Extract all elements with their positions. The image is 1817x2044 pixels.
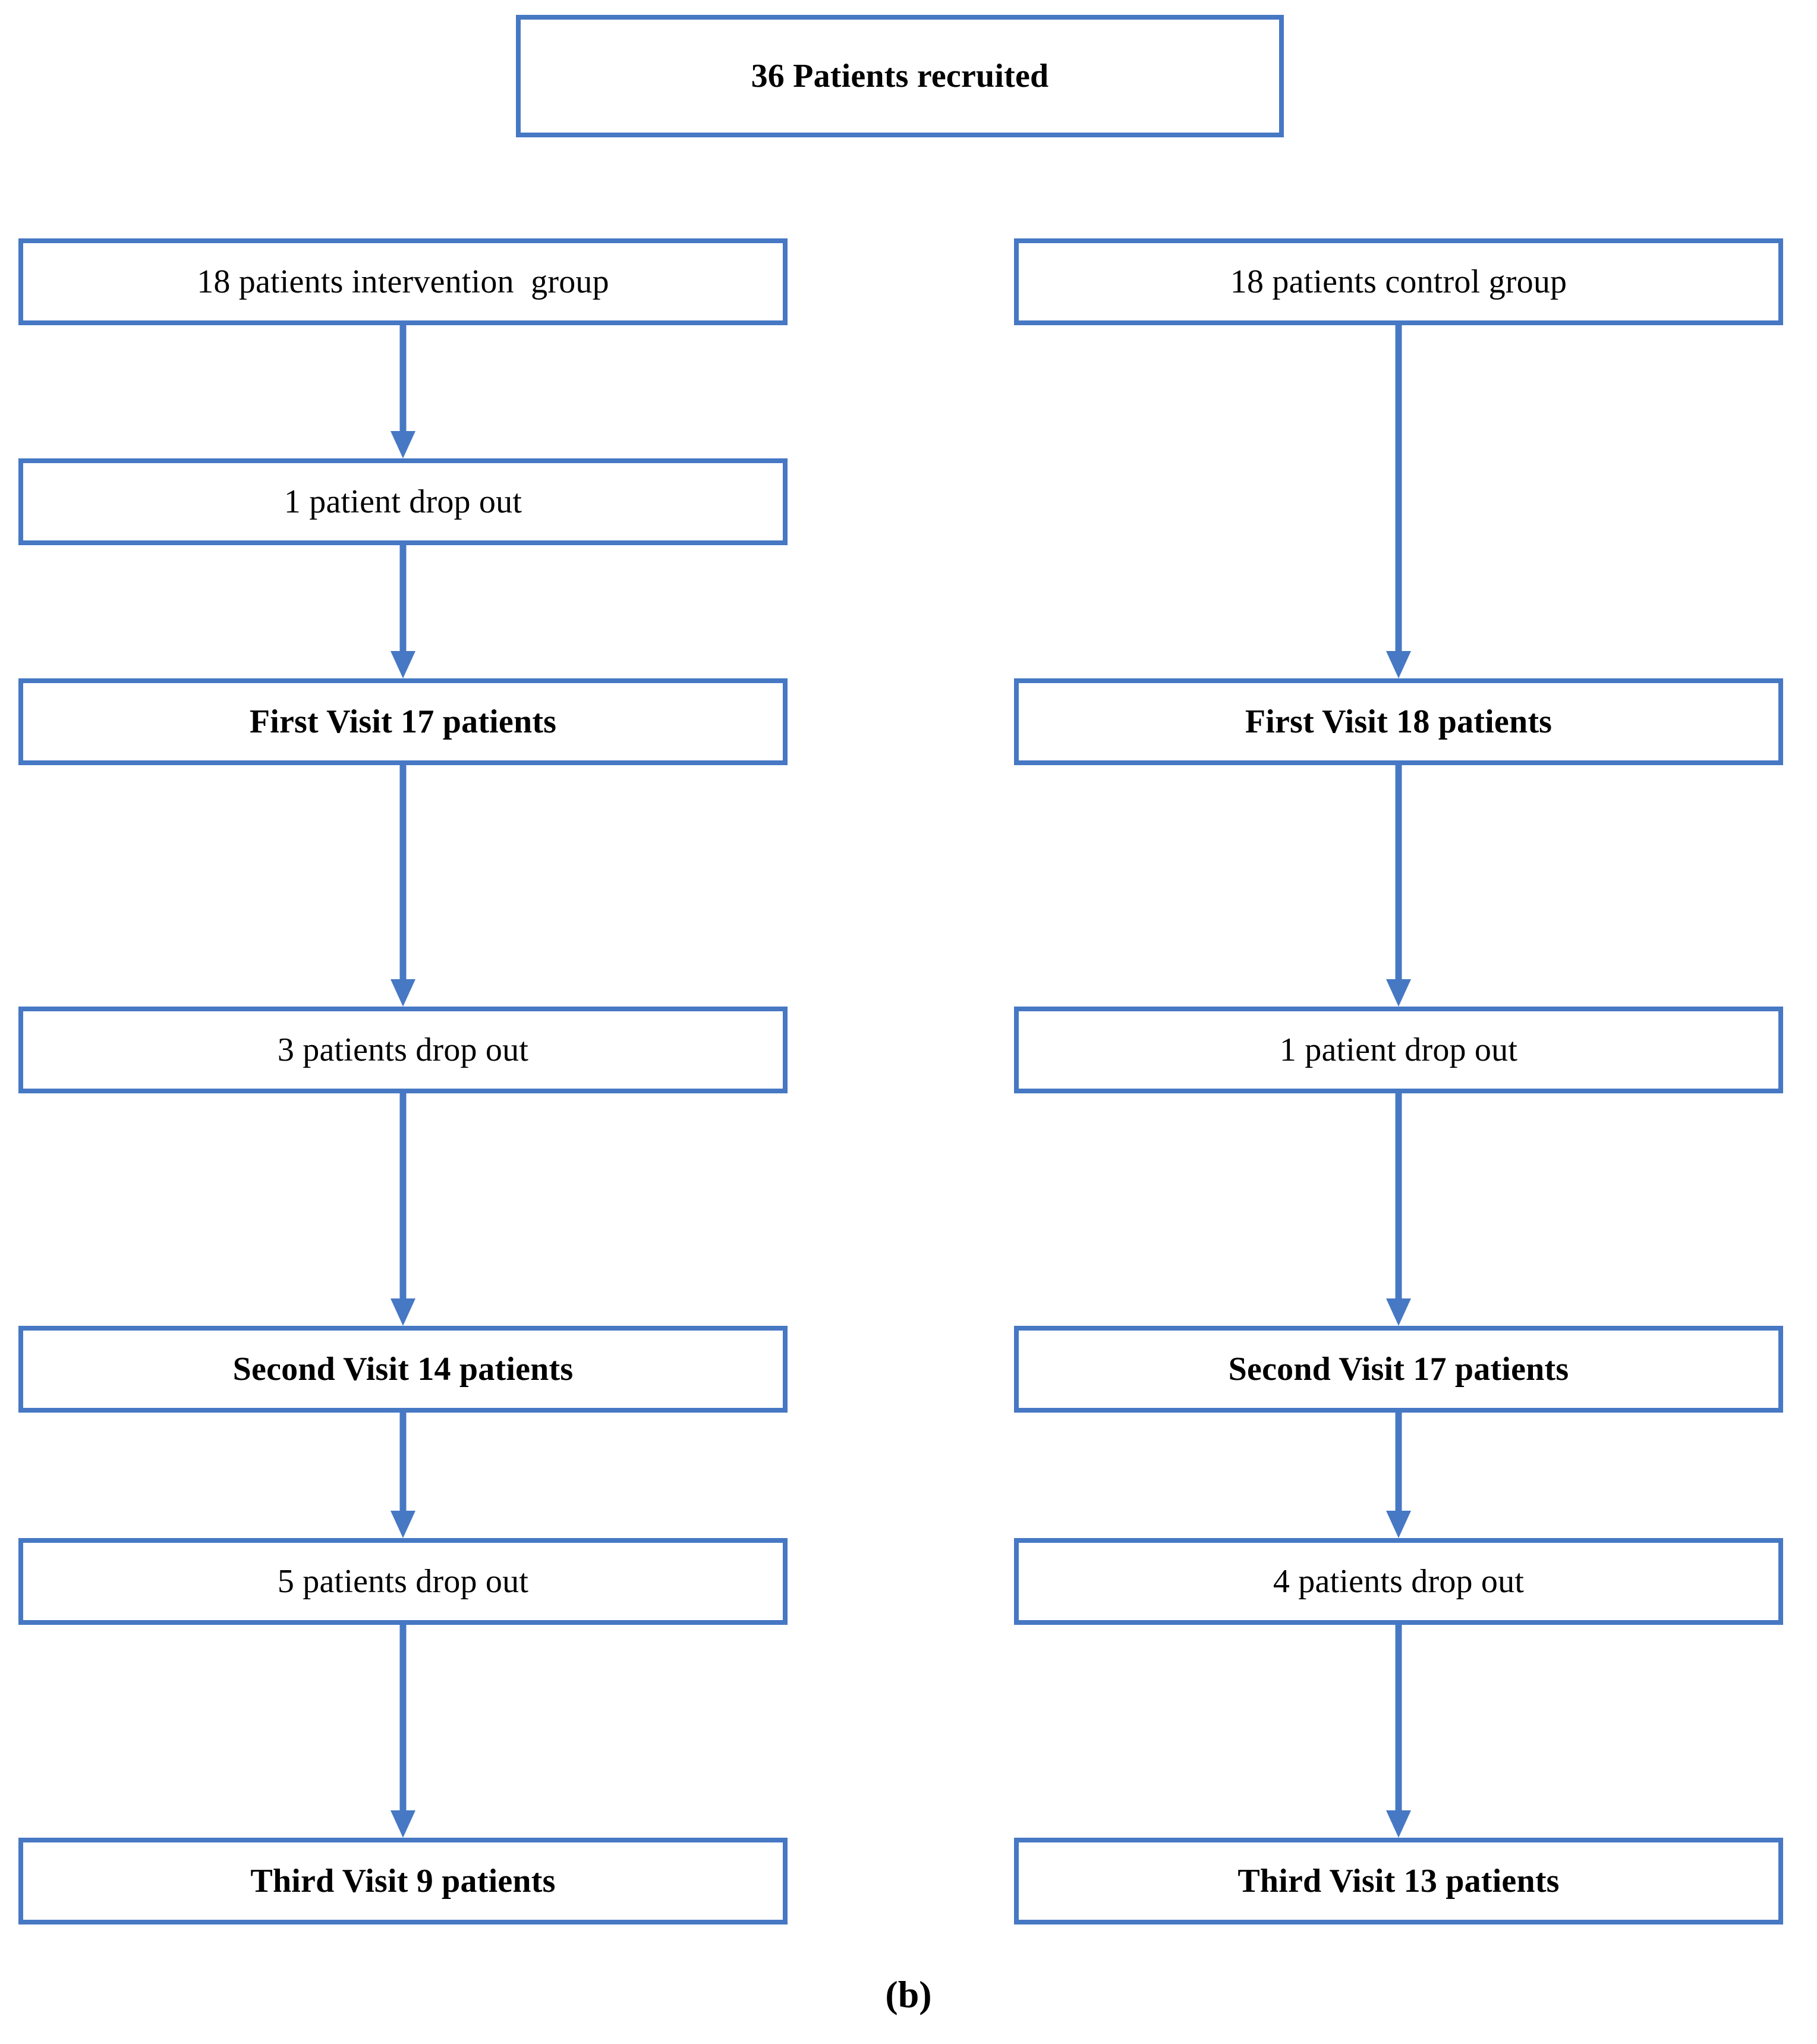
node-label: Second Visit 17 patients [1228,1350,1569,1388]
arrow-shaft [399,1413,407,1511]
node-label: 18 patients intervention group [197,263,609,300]
node-patients-recruited: 36 Patients recruited [516,15,1284,137]
node-label: 3 patients drop out [277,1031,529,1068]
arrow-head [391,979,415,1007]
arrow-shaft [399,765,407,979]
node-intervention-third-visit: Third Visit 9 patients [18,1838,788,1924]
node-label: Third Visit 13 patients [1237,1862,1560,1900]
arrow-head [1386,1511,1411,1538]
arrow-shaft [399,1625,407,1810]
arrow-shaft [399,325,407,431]
node-label: 4 patients drop out [1273,1562,1525,1600]
arrow-head [391,431,415,458]
node-label: Third Visit 9 patients [250,1862,556,1900]
node-label: First Visit 18 patients [1245,703,1553,740]
arrow-shaft [1395,765,1402,979]
arrow-head [1386,979,1411,1007]
arrow-shaft [1395,1625,1402,1810]
arrow-head [391,1298,415,1326]
node-control-second-visit: Second Visit 17 patients [1014,1326,1783,1413]
node-label: 1 patient drop out [284,483,522,520]
arrow-shaft [399,1093,407,1298]
arrow-head [1386,651,1411,678]
node-intervention-dropout-3: 5 patients drop out [18,1538,788,1625]
node-control-third-visit: Third Visit 13 patients [1014,1838,1783,1924]
node-label: 5 patients drop out [277,1562,529,1600]
arrow-head [391,651,415,678]
arrow-head [1386,1298,1411,1326]
arrow-head [1386,1810,1411,1838]
arrow-head [391,1810,415,1838]
node-label: Second Visit 14 patients [232,1350,574,1388]
arrow-shaft [1395,325,1402,651]
node-intervention-dropout-1: 1 patient drop out [18,458,788,545]
node-intervention-second-visit: Second Visit 14 patients [18,1326,788,1413]
node-intervention-dropout-2: 3 patients drop out [18,1007,788,1093]
arrow-shaft [1395,1093,1402,1298]
node-control-first-visit: First Visit 18 patients [1014,678,1783,765]
arrow-head [391,1511,415,1538]
arrow-shaft [1395,1413,1402,1511]
node-label: First Visit 17 patients [249,703,557,740]
node-control-dropout-1: 1 patient drop out [1014,1007,1783,1093]
node-label: 18 patients control group [1230,263,1567,300]
figure-caption: (b) [885,1973,932,2015]
node-label: 1 patient drop out [1279,1031,1518,1068]
node-label: 36 Patients recruited [751,57,1049,95]
node-intervention-first-visit: First Visit 17 patients [18,678,788,765]
node-control-dropout-2: 4 patients drop out [1014,1538,1783,1625]
node-control-group: 18 patients control group [1014,238,1783,325]
arrow-shaft [399,545,407,651]
node-intervention-group: 18 patients intervention group [18,238,788,325]
